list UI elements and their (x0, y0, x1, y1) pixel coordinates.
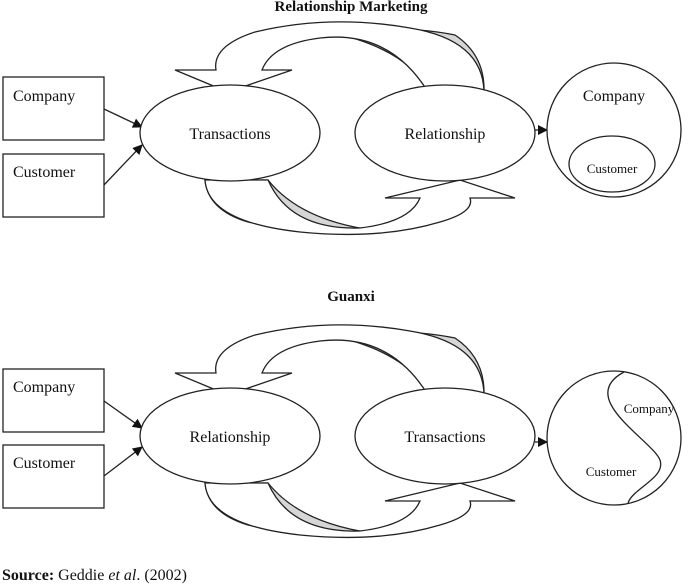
relationship-oval (354, 84, 536, 182)
company-to-transactions-arrow (103, 108, 143, 128)
source-author: Geddie (58, 567, 108, 584)
customer-box (2, 153, 105, 218)
relationship-oval-label: Relationship (405, 126, 486, 143)
company-box-label: Company (13, 379, 75, 396)
company-box (2, 76, 105, 141)
company-box-label: Company (13, 88, 75, 105)
source-label: Source: (2, 567, 54, 584)
relationship-oval (139, 387, 321, 485)
company-box (2, 368, 105, 433)
transactions-oval-label: Transactions (404, 429, 485, 446)
lower-cycle-arrow (204, 179, 516, 236)
source-citation: Source:Geddie et al. (2002) (2, 567, 187, 584)
upper-cycle-arrow (174, 21, 485, 93)
transactions-oval-label: Transactions (189, 126, 270, 143)
relationship-oval-label: Relationship (190, 429, 271, 446)
customer-box-label: Customer (13, 455, 76, 472)
lower-cycle-arrow (204, 482, 516, 539)
diagram-title: Guanxi (327, 289, 375, 305)
s-curve-divider (607, 371, 662, 504)
guanxi-diagram: Guanxi Company Customer Relationship Tra… (2, 289, 682, 539)
company-segment-label: Company (624, 401, 675, 416)
customer-segment-label: Customer (586, 464, 637, 479)
customer-inner-oval (568, 135, 656, 193)
source-year: . (2002) (136, 567, 187, 584)
company-customer-circle (546, 370, 682, 506)
source-etal: et al (108, 567, 137, 584)
company-circle-label: Company (583, 88, 645, 105)
customer-box-label: Customer (13, 164, 76, 181)
transactions-oval (139, 84, 321, 182)
company-to-relationship-arrow (103, 400, 143, 429)
customer-to-relationship-arrow (103, 446, 143, 477)
customer-inner-label: Customer (587, 161, 638, 176)
transactions-oval (354, 387, 536, 485)
diagram-title: Relationship Marketing (275, 0, 428, 15)
upper-cycle-arrow (174, 324, 485, 396)
customer-to-transactions-arrow (103, 144, 143, 186)
customer-box (2, 444, 105, 509)
relationship-marketing-diagram: Relationship Marketing Company Customer … (2, 0, 682, 236)
